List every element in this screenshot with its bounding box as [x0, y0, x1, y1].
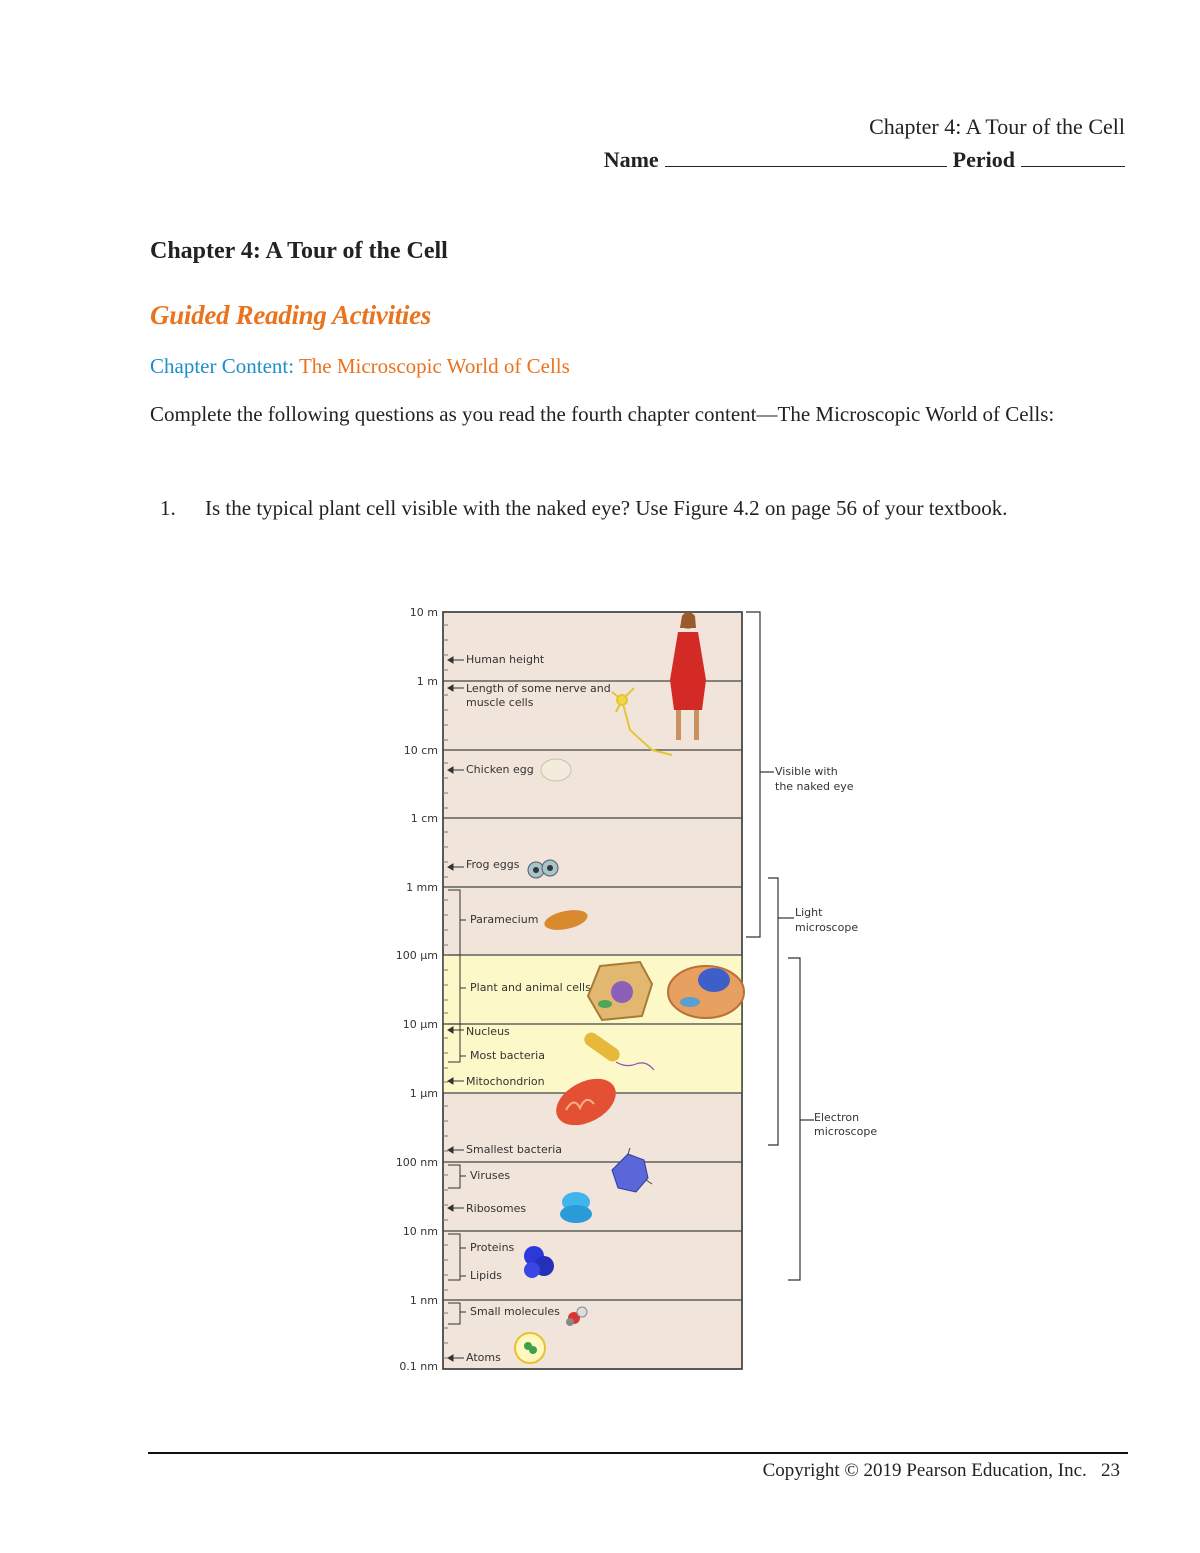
range-label-electron: microscope	[814, 1125, 877, 1138]
item-label: Lipids	[470, 1269, 502, 1282]
item-label: muscle cells	[466, 696, 534, 709]
atom-icon	[514, 1332, 546, 1364]
scale-label: 0.1 nm	[399, 1360, 438, 1373]
chicken-egg-icon	[540, 758, 572, 782]
range-label-light: Light	[795, 906, 823, 919]
page-title: Chapter 4: A Tour of the Cell	[150, 238, 448, 264]
small-molecule-icon	[566, 1306, 588, 1326]
item-label: Length of some nerve and	[466, 682, 611, 695]
naked-eye-bracket	[746, 611, 761, 938]
scale-label: 1 μm	[410, 1087, 438, 1100]
question-text: Is the typical plant cell visible with t…	[205, 496, 1008, 520]
item-label: Nucleus	[466, 1025, 510, 1038]
item-label: Chicken egg	[466, 763, 534, 776]
item-label: Proteins	[470, 1241, 515, 1254]
scale-label: 1 m	[417, 675, 438, 688]
animal-cell-icon	[667, 965, 745, 1019]
item-label: Smallest bacteria	[466, 1143, 562, 1156]
ribosome-icon	[560, 1192, 592, 1223]
item-label: Paramecium	[470, 913, 538, 926]
scale-label: 1 nm	[410, 1294, 438, 1307]
item-label: Most bacteria	[470, 1049, 545, 1062]
scale-label: 1 mm	[406, 881, 438, 894]
human-figure-icon	[670, 612, 706, 740]
name-period-line: Name Period	[604, 146, 1125, 173]
item-label: Viruses	[470, 1169, 510, 1182]
period-label: Period	[952, 147, 1015, 172]
item-label: Atoms	[466, 1351, 501, 1364]
scale-label: 10 μm	[403, 1018, 438, 1031]
virus-icon	[611, 1147, 653, 1193]
item-label: Ribosomes	[466, 1202, 526, 1215]
item-label: Plant and animal cells	[470, 981, 591, 994]
protein-icon	[524, 1246, 554, 1278]
range-label-naked-eye: Visible with	[775, 765, 838, 778]
intro-text: Complete the following questions as you …	[150, 402, 1055, 426]
paramecium-icon	[544, 910, 588, 930]
range-label-naked-eye: the naked eye	[775, 780, 854, 793]
item-label: Human height	[466, 653, 545, 666]
item-label: Small molecules	[470, 1305, 560, 1318]
range-label-light: microscope	[795, 921, 858, 934]
mitochondrion-icon	[556, 1078, 616, 1126]
bacterium-icon	[584, 1032, 655, 1071]
electron-microscope-bracket	[788, 957, 801, 1281]
scale-label: 10 m	[410, 606, 438, 619]
frog-eggs-icon	[527, 859, 559, 879]
page-number: 23	[1101, 1460, 1120, 1481]
period-blank[interactable]	[1021, 146, 1125, 167]
chapter-content-line: Chapter Content: The Microscopic World o…	[150, 354, 570, 379]
nerve-cell-icon	[611, 687, 673, 756]
chapter-content-value: The Microscopic World of Cells	[298, 354, 570, 378]
size-scale-figure: 10 m 1 m 10 cm 1 cm 1 mm 100 μm 10 μm 1 …	[390, 600, 880, 1375]
question-number: 1.	[160, 496, 176, 520]
copyright-text: Copyright © 2019 Pearson Education, Inc.	[762, 1460, 1087, 1481]
range-label-electron: Electron	[814, 1111, 859, 1124]
item-label: Frog eggs	[466, 858, 520, 871]
name-label: Name	[603, 147, 659, 172]
page-footer: Copyright © 2019 Pearson Education, Inc.…	[763, 1460, 1120, 1482]
scale-label: 100 μm	[396, 949, 438, 962]
chapter-content-label: Chapter Content:	[150, 354, 295, 378]
scale-label: 1 cm	[411, 812, 438, 825]
scale-label: 10 nm	[403, 1225, 438, 1238]
name-blank[interactable]	[664, 146, 947, 167]
footer-rule	[148, 1452, 1128, 1454]
header-chapter: Chapter 4: A Tour of the Cell	[869, 114, 1125, 139]
scale-label: 100 nm	[396, 1156, 438, 1169]
scale-label: 10 cm	[404, 744, 438, 757]
light-microscope-bracket	[768, 877, 779, 1146]
question-1: 1. Is the typical plant cell visible wit…	[160, 496, 1007, 521]
plant-cell-icon	[586, 960, 654, 1022]
item-label: Mitochondrion	[466, 1075, 545, 1088]
page-subtitle: Guided Reading Activities	[150, 300, 431, 330]
